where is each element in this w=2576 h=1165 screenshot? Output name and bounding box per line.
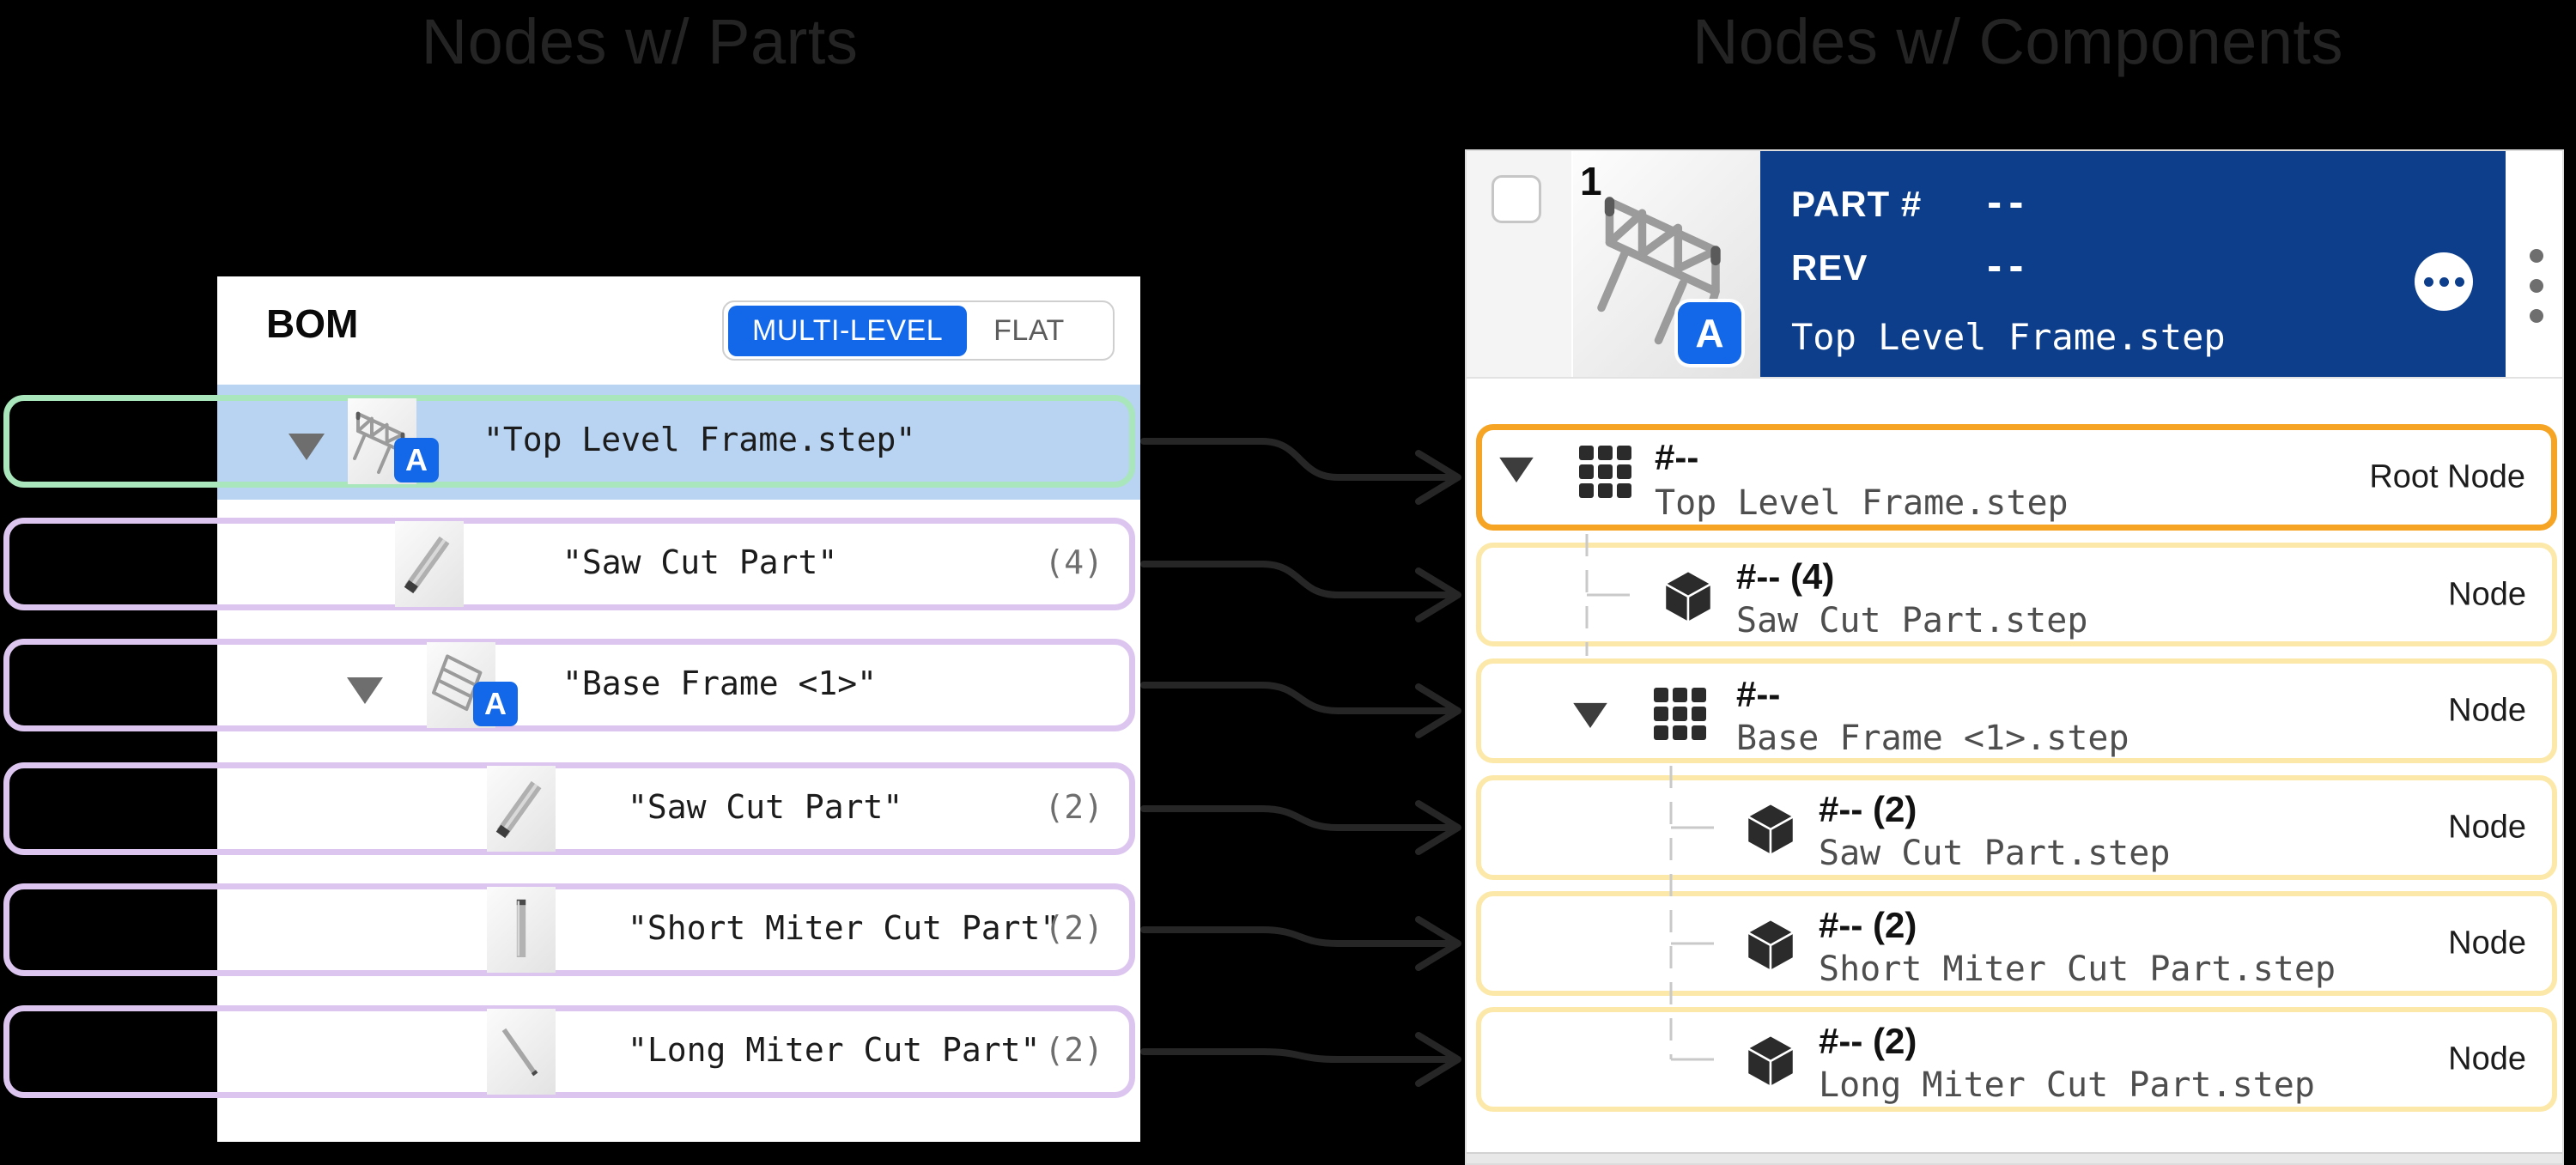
tube-part-icon bbox=[487, 766, 556, 852]
bom-row-label: "Base Frame <1>" bbox=[562, 664, 878, 703]
expand-caret-icon[interactable] bbox=[346, 676, 384, 705]
component-thumbnail: 1 A bbox=[1573, 151, 1760, 377]
component-header-row[interactable]: 1 A PART # -- REV -- Top Level Frame.ste… bbox=[1467, 151, 2562, 379]
cube-part-icon bbox=[1747, 919, 1795, 972]
node-type-tag: Root Node bbox=[2369, 458, 2525, 495]
node-filename: Saw Cut Part.step bbox=[1819, 834, 2171, 873]
bom-view-toggle: MULTI-LEVEL FLAT bbox=[722, 300, 1115, 361]
version-a-badge: A bbox=[473, 682, 518, 726]
part-thumbnail bbox=[395, 521, 464, 607]
cube-part-icon bbox=[1664, 570, 1712, 623]
bom-row-saw-cut-4[interactable]: "Saw Cut Part" (4) bbox=[3, 518, 1135, 610]
part-thumbnail bbox=[487, 1009, 556, 1095]
node-part-number: #-- bbox=[1655, 437, 1699, 477]
assembly-grid-icon bbox=[1579, 446, 1632, 499]
node-filename: Base Frame <1>.step bbox=[1736, 719, 2129, 758]
bom-row-count: (2) bbox=[1044, 909, 1103, 948]
expand-caret-icon[interactable] bbox=[1498, 456, 1535, 483]
bom-row-label: "Short Miter Cut Part" bbox=[628, 909, 1060, 948]
node-type-tag: Node bbox=[2448, 1041, 2526, 1077]
node-part-number: #-- bbox=[1736, 674, 1781, 714]
row-checkbox[interactable] bbox=[1492, 175, 1541, 223]
node-type-tag: Node bbox=[2448, 809, 2526, 846]
cube-part-icon bbox=[1747, 1035, 1795, 1088]
bom-row-long-miter[interactable]: "Long Miter Cut Part" (2) bbox=[3, 1005, 1135, 1098]
node-type-tag: Node bbox=[2448, 692, 2526, 729]
ellipsis-menu-icon[interactable] bbox=[2415, 252, 2473, 311]
node-part-number: #-- (2) bbox=[1819, 789, 1917, 829]
cube-part-icon bbox=[1747, 803, 1795, 856]
row-number: 1 bbox=[1580, 159, 1602, 203]
bom-row-label: "Top Level Frame.step" bbox=[483, 421, 916, 459]
bom-row-top-level-frame[interactable]: A "Top Level Frame.step" bbox=[3, 395, 1135, 488]
tree-node-saw-cut-4[interactable]: #-- (4) Saw Cut Part.step Node bbox=[1476, 543, 2557, 646]
node-part-number: #-- (2) bbox=[1819, 905, 1917, 945]
node-filename: Top Level Frame.step bbox=[1655, 483, 2069, 523]
rev-label: REV bbox=[1791, 247, 1868, 288]
bom-row-count: (2) bbox=[1044, 1031, 1103, 1070]
bom-row-count: (2) bbox=[1044, 788, 1103, 827]
node-filename: Long Miter Cut Part.step bbox=[1819, 1065, 2315, 1105]
version-a-badge: A bbox=[1678, 302, 1741, 364]
bom-panel-title: BOM bbox=[266, 301, 359, 346]
tube-part-icon bbox=[395, 521, 464, 607]
component-filename: Top Level Frame.step bbox=[1791, 316, 2226, 358]
component-header-card: PART # -- REV -- Top Level Frame.step bbox=[1760, 151, 2506, 377]
node-part-number: #-- (2) bbox=[1819, 1021, 1917, 1061]
tree-node-base-frame[interactable]: #-- Base Frame <1>.step Node bbox=[1476, 658, 2557, 763]
part-thumbnail: A bbox=[348, 398, 439, 484]
tree-node-saw-cut-2[interactable]: #-- (2) Saw Cut Part.step Node bbox=[1476, 775, 2557, 880]
bom-row-saw-cut-2[interactable]: "Saw Cut Part" (2) bbox=[3, 762, 1135, 855]
kebab-menu-icon[interactable] bbox=[2528, 249, 2545, 323]
panel-footer-strip bbox=[1467, 1152, 2562, 1163]
tree-node-long-miter[interactable]: #-- (2) Long Miter Cut Part.step Node bbox=[1476, 1007, 2557, 1112]
part-number-label: PART # bbox=[1791, 184, 1923, 224]
bom-row-label: "Saw Cut Part" bbox=[562, 543, 838, 582]
expand-caret-icon[interactable] bbox=[1571, 701, 1609, 729]
toggle-multi-level[interactable]: MULTI-LEVEL bbox=[728, 305, 968, 356]
node-filename: Short Miter Cut Part.step bbox=[1819, 950, 2336, 989]
tree-node-short-miter[interactable]: #-- (2) Short Miter Cut Part.step Node bbox=[1476, 891, 2557, 996]
toggle-flat[interactable]: FLAT bbox=[993, 313, 1065, 347]
tree-node-root[interactable]: #-- Top Level Frame.step Root Node bbox=[1476, 424, 2557, 531]
rev-value: -- bbox=[1984, 246, 2027, 288]
bom-row-short-miter[interactable]: "Short Miter Cut Part" (2) bbox=[3, 883, 1135, 976]
part-number-value: -- bbox=[1984, 182, 2027, 224]
node-type-tag: Node bbox=[2448, 925, 2526, 962]
node-type-tag: Node bbox=[2448, 576, 2526, 612]
bom-row-base-frame[interactable]: A "Base Frame <1>" bbox=[3, 639, 1135, 731]
bom-row-label: "Long Miter Cut Part" bbox=[628, 1031, 1041, 1070]
bom-row-count: (4) bbox=[1044, 543, 1103, 582]
expand-caret-icon[interactable] bbox=[288, 432, 325, 461]
rod-part-icon bbox=[487, 1009, 556, 1095]
bom-row-label: "Saw Cut Part" bbox=[628, 788, 903, 827]
part-thumbnail: A bbox=[427, 642, 518, 728]
version-a-badge: A bbox=[394, 438, 439, 482]
part-thumbnail bbox=[487, 887, 556, 973]
node-part-number: #-- (4) bbox=[1736, 556, 1835, 597]
checkbox-column bbox=[1467, 151, 1571, 377]
right-diagram-title: Nodes w/ Components bbox=[1692, 6, 2344, 77]
left-diagram-title: Nodes w/ Parts bbox=[421, 6, 859, 77]
assembly-grid-icon bbox=[1654, 688, 1707, 741]
bar-part-icon bbox=[487, 887, 556, 973]
node-filename: Saw Cut Part.step bbox=[1736, 601, 2088, 640]
part-thumbnail bbox=[487, 766, 556, 852]
